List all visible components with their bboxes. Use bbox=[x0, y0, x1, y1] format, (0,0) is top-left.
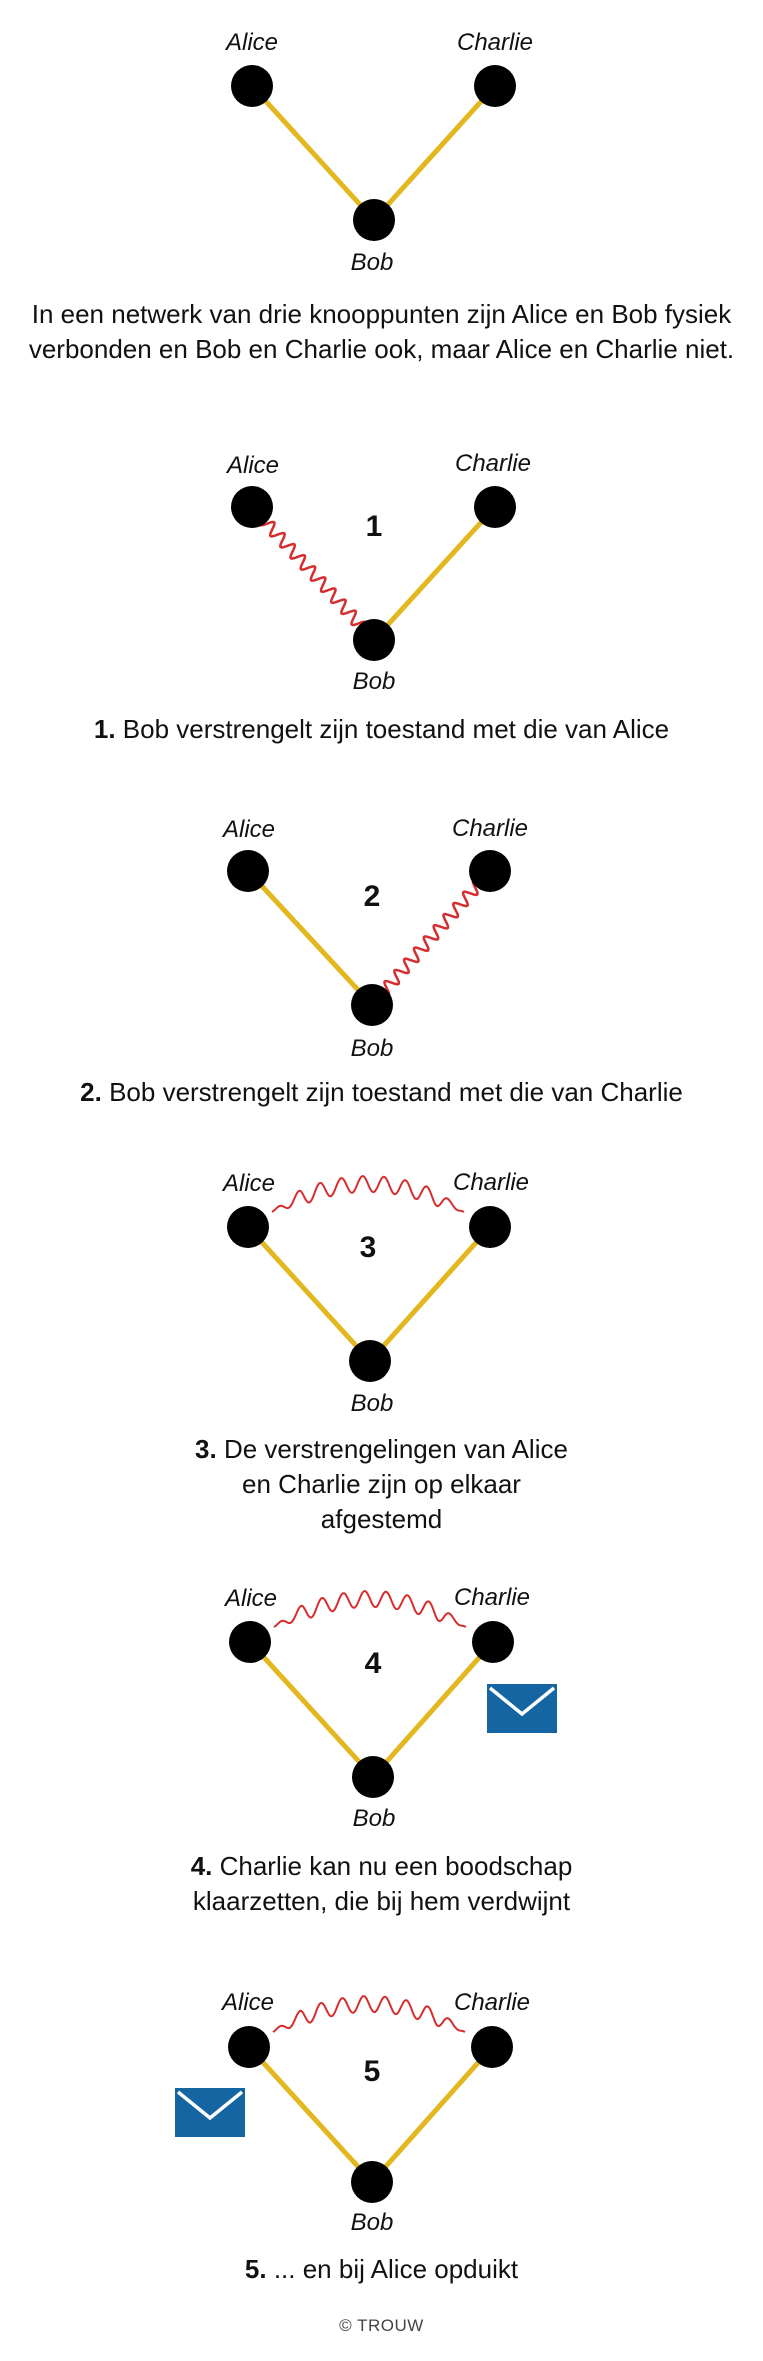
label-charlie: Charlie bbox=[457, 29, 533, 56]
node-bob bbox=[353, 199, 395, 241]
label-charlie: Charlie bbox=[453, 1169, 529, 1196]
label-bob: Bob bbox=[351, 249, 394, 276]
node-alice bbox=[229, 1621, 271, 1663]
link-bob-charlie bbox=[370, 2045, 494, 2184]
label-bob: Bob bbox=[351, 1390, 394, 1417]
step-2-caption-number: 2. bbox=[80, 1077, 102, 1107]
step-4-caption: 4. Charlie kan nu een boodschap klaarzet… bbox=[176, 1849, 587, 1919]
link-alice-bob bbox=[246, 1225, 372, 1363]
envelope-icon bbox=[487, 1684, 557, 1733]
step-3-caption: 3. De verstrengelingen van Alice en Char… bbox=[186, 1432, 577, 1537]
diagram-step-3: Alice Charlie Bob 3 bbox=[221, 1169, 529, 1417]
entanglement-bob-charlie bbox=[371, 868, 491, 1008]
label-charlie: Charlie bbox=[455, 450, 531, 477]
step-number: 3 bbox=[360, 1231, 377, 1264]
link-alice-bob bbox=[248, 1640, 375, 1779]
label-alice: Alice bbox=[223, 1585, 277, 1612]
label-charlie: Charlie bbox=[454, 1584, 530, 1611]
step-4-caption-number: 4. bbox=[190, 1851, 213, 1881]
label-charlie: Charlie bbox=[452, 815, 528, 842]
node-bob bbox=[352, 1756, 394, 1798]
link-alice-bob bbox=[250, 84, 376, 222]
envelope-icon bbox=[175, 2088, 245, 2137]
label-alice: Alice bbox=[224, 29, 278, 56]
node-bob bbox=[351, 2161, 393, 2203]
step-2-caption-text: Bob verstrengelt zijn toestand met die v… bbox=[109, 1077, 683, 1107]
diagram-intro: Alice Charlie Bob bbox=[224, 29, 533, 276]
entanglement-alice-charlie bbox=[271, 1175, 465, 1213]
label-bob: Bob bbox=[351, 2209, 394, 2236]
label-charlie: Charlie bbox=[454, 1989, 530, 2016]
link-bob-charlie bbox=[368, 1225, 492, 1363]
diagram-step-2: Alice Charlie Bob 2 bbox=[221, 815, 528, 1062]
node-charlie bbox=[469, 850, 511, 892]
entanglement-alice-charlie bbox=[272, 1995, 466, 2033]
intro-text-body: In een netwerk van drie knooppunten zijn… bbox=[28, 299, 735, 364]
step-3-caption-number: 3. bbox=[195, 1434, 217, 1464]
node-charlie bbox=[469, 1206, 511, 1248]
node-charlie bbox=[472, 1621, 514, 1663]
step-number: 2 bbox=[364, 880, 381, 913]
step-4-caption-text: Charlie kan nu een boodschap klaarzetten… bbox=[192, 1851, 573, 1916]
node-charlie bbox=[474, 486, 516, 528]
step-number: 5 bbox=[364, 2055, 381, 2088]
entanglement-alice-charlie bbox=[273, 1590, 467, 1628]
label-bob: Bob bbox=[351, 1035, 394, 1062]
node-alice bbox=[228, 2026, 270, 2068]
link-alice-bob bbox=[246, 869, 374, 1007]
node-alice bbox=[227, 850, 269, 892]
step-number: 1 bbox=[366, 510, 383, 543]
intro-text: In een netwerk van drie knooppunten zijn… bbox=[20, 297, 743, 367]
step-5-caption-number: 5. bbox=[244, 2254, 267, 2284]
link-bob-charlie bbox=[372, 84, 497, 222]
step-2-caption: 2. Bob verstrengelt zijn toestand met di… bbox=[0, 1075, 763, 1110]
entanglement-alice-bob bbox=[248, 506, 378, 641]
link-alice-bob bbox=[247, 2045, 374, 2184]
diagram-step-4: Alice Charlie Bob 4 bbox=[223, 1584, 557, 1832]
copyright-credit: © TROUW bbox=[339, 2316, 424, 2335]
step-1-caption-number: 1. bbox=[93, 714, 116, 744]
label-alice: Alice bbox=[221, 1170, 275, 1197]
step-5-caption-text: ... en bij Alice opduikt bbox=[273, 2254, 519, 2284]
link-bob-charlie bbox=[372, 505, 497, 642]
diagram-step-5: Alice Charlie Bob 5 bbox=[175, 1989, 530, 2236]
node-alice bbox=[231, 486, 273, 528]
label-alice: Alice bbox=[221, 816, 275, 843]
node-bob bbox=[351, 984, 393, 1026]
node-charlie bbox=[471, 2026, 513, 2068]
node-alice bbox=[227, 1206, 269, 1248]
label-alice: Alice bbox=[225, 452, 279, 479]
step-3-caption-text: De verstrengelingen van Alice en Charlie… bbox=[223, 1434, 568, 1534]
label-alice: Alice bbox=[220, 1989, 274, 2016]
node-alice bbox=[231, 65, 273, 107]
step-1-caption: 1. Bob verstrengelt zijn toestand met di… bbox=[0, 712, 763, 747]
step-number: 4 bbox=[365, 1647, 382, 1680]
label-bob: Bob bbox=[353, 1805, 396, 1832]
label-bob: Bob bbox=[353, 668, 396, 695]
diagram-step-1: Alice Charlie Bob 1 bbox=[225, 450, 531, 695]
node-charlie bbox=[474, 65, 516, 107]
step-1-caption-text: Bob verstrengelt zijn toestand met die v… bbox=[122, 714, 670, 744]
node-bob bbox=[353, 619, 395, 661]
step-5-caption: 5. ... en bij Alice opduikt bbox=[0, 2252, 763, 2287]
node-bob bbox=[349, 1340, 391, 1382]
link-bob-charlie bbox=[371, 1640, 495, 1779]
